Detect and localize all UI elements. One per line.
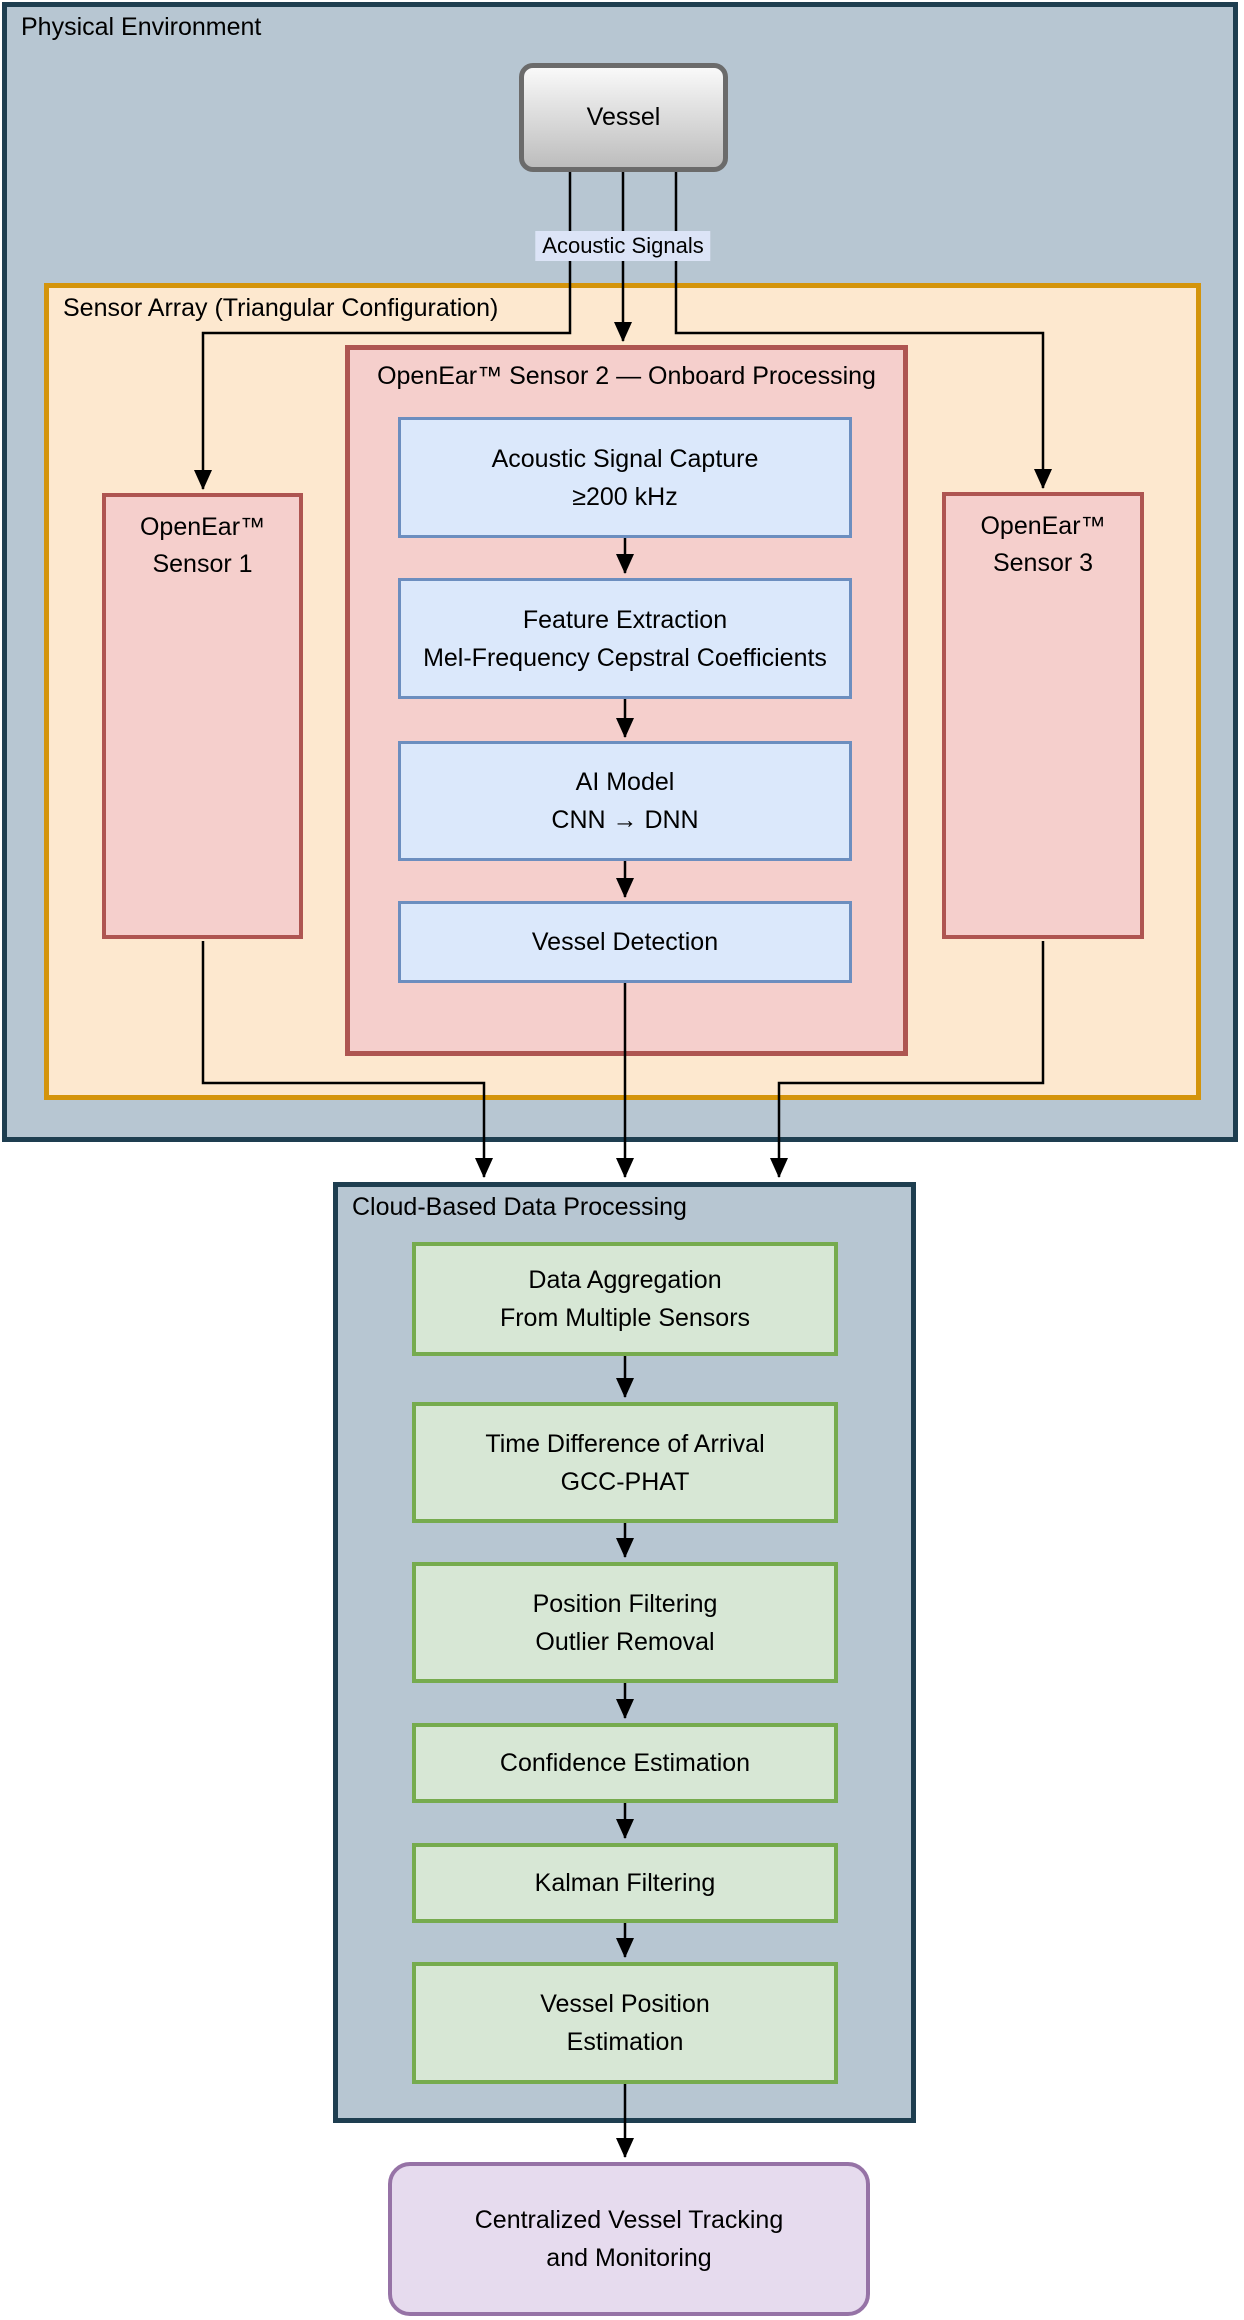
step-label-line2: CNN → DNN [551, 806, 699, 834]
sensor-2-title: OpenEar™ Sensor 2 — Onboard Processing [377, 362, 876, 390]
vessel-label: Vessel [586, 103, 661, 131]
step-label-line1: Confidence Estimation [499, 1749, 751, 1777]
acoustic-signals-label: Acoustic Signals [535, 231, 711, 261]
step-label-line2: GCC-PHAT [560, 1467, 690, 1496]
output-label-line2: and Monitoring [546, 2244, 712, 2272]
vessel-node: Vessel [519, 63, 728, 172]
output-label-line1: Centralized Vessel Tracking [474, 2206, 784, 2234]
sensor-1-node: OpenEar™ Sensor 1 [102, 493, 303, 939]
step-label-line1: Vessel Detection [531, 928, 719, 956]
sensor-3-node: OpenEar™ Sensor 3 [942, 492, 1144, 939]
physical-environment-label: Physical Environment [21, 13, 262, 41]
step-label-line2: Mel-Frequency Cepstral Coefficients [423, 643, 827, 672]
step-label-line2: Outlier Removal [535, 1627, 715, 1656]
sensor-3-label-line1: OpenEar™ [980, 512, 1106, 540]
sensor-array-label: Sensor Array (Triangular Configuration) [63, 294, 499, 322]
cloud-label: Cloud-Based Data Processing [352, 1193, 687, 1221]
step-label-line2: From Multiple Sensors [499, 1304, 751, 1332]
step-label-line1: Position Filtering [532, 1589, 718, 1618]
step-label-line1: Acoustic Signal Capture [491, 444, 759, 473]
step-label-line1: Kalman Filtering [534, 1869, 716, 1897]
tracking-output-node: Centralized Vessel Tracking and Monitori… [388, 2162, 870, 2316]
step-label-line2: ≥200 kHz [572, 482, 678, 511]
step-label-line1: Time Difference of Arrival [485, 1429, 765, 1458]
onboard-step-ai-model: AI Model CNN → DNN [398, 741, 852, 861]
step-label-line1: Feature Extraction [522, 605, 728, 634]
onboard-step-feature-extraction: Feature Extraction Mel-Frequency Cepstra… [398, 578, 852, 699]
step-label-line1: Vessel Position [540, 1990, 710, 2018]
cloud-step-confidence-estimation: Confidence Estimation [412, 1723, 838, 1803]
cloud-step-kalman-filtering: Kalman Filtering [412, 1843, 838, 1923]
onboard-step-acoustic-signal-capture: Acoustic Signal Capture ≥200 kHz [398, 417, 852, 538]
cloud-step-data-aggregation: Data Aggregation From Multiple Sensors [412, 1242, 838, 1356]
step-label-line2: Estimation [566, 2028, 684, 2056]
onboard-step-vessel-detection: Vessel Detection [398, 901, 852, 983]
step-label-line1: AI Model [575, 768, 675, 796]
cloud-step-tdoa: Time Difference of Arrival GCC-PHAT [412, 1402, 838, 1523]
sensor-1-label-line1: OpenEar™ [139, 513, 266, 541]
sensor-1-label-line2: Sensor 1 [152, 550, 253, 578]
sensor-3-label-line2: Sensor 3 [992, 549, 1094, 577]
cloud-step-position-filtering: Position Filtering Outlier Removal [412, 1562, 838, 1683]
cloud-step-vessel-position-estimation: Vessel Position Estimation [412, 1962, 838, 2084]
step-label-line1: Data Aggregation [528, 1266, 722, 1294]
